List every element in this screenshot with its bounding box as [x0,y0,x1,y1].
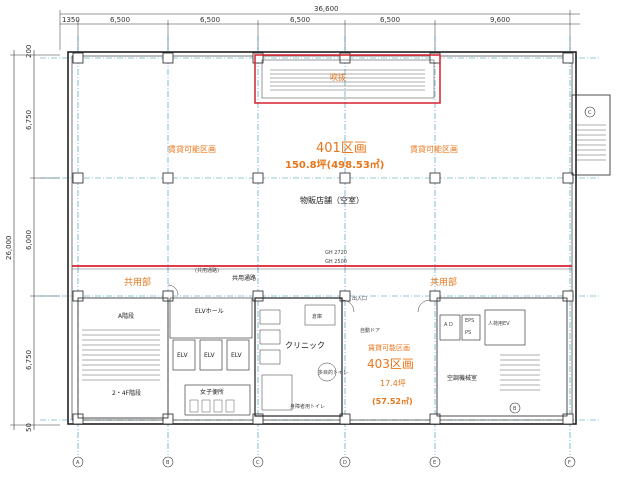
grid-label-f: F [568,460,571,466]
dim-bay-5: 9,600 [490,16,510,24]
unit-403-tsubo: 17.4坪 [380,379,406,388]
disabled-wc-label: 多目的トイレ [318,369,348,376]
grid-labels-bottom: A B C D E F [76,460,571,466]
grid-label-c: C [256,460,260,466]
grid-bubble-c: C [588,110,592,116]
void-label: 吹抜 [330,72,346,82]
void-escalator-area: 吹抜 [254,54,441,104]
dim-bay-4: 6,500 [380,16,400,24]
door-label: 出入口 [352,295,367,302]
elv-hall-label: ELVホール [195,308,224,315]
corridor-label: 共用通路 [232,274,256,282]
unit-403-leasable: 賃貸可能区画 [368,343,410,352]
grid-bubble-b: B [513,406,517,412]
storage-label: 倉庫 [312,313,322,320]
dim-span-3: 6,750 [25,350,33,370]
dim-total-height: 26,000 [5,236,13,261]
door-swings [167,284,431,313]
freight-ev-label: 人荷用EV [488,320,510,327]
auto-door-label: 自動ドア [360,327,380,334]
ac-room-label: 空調機械室 [447,374,477,382]
left-dimension-chain: 26,000 200 6,750 6,000 6,750 50 [5,45,60,432]
wc-label: 身障者用トイレ [290,403,325,410]
ps-label: PS [465,330,471,336]
unit-401-current-use: 物販店舗（空室） [300,195,364,205]
grid-label-d: D [343,460,347,466]
unit-401-name: 401区画 [316,141,367,156]
dim-left-offset: 1350 [62,16,80,24]
dim-bottom-offset: 50 [25,423,33,432]
note-gh1: GH 2720 [325,250,347,256]
elv-3-label: ELV [231,352,242,359]
womens-wc-label: 女子便所 [200,388,224,396]
dim-top-offset: 200 [25,45,33,58]
leasable-label-left: 賃貸可能区画 [168,144,216,154]
grid-label-e: E [433,460,436,466]
stairs-2-4-label: 2・4F階段 [112,389,141,397]
note-gh2: GH 2500 [325,259,347,265]
grid-bubbles-bottom [72,456,576,468]
common-area-right: 共用部 [430,276,457,288]
elv-2-label: ELV [204,352,215,359]
dim-bay-2: 6,500 [200,16,220,24]
unit-401-area: 150.8坪(498.53㎡) [285,158,384,171]
eps-label: EPS [465,318,474,324]
leasable-label-right: 賃貸可能区画 [410,144,458,154]
unit-403: 賃貸可能区画 403区画 17.4坪 (57.52㎡) 自動ドア [360,327,414,406]
dim-span-2: 6,000 [25,230,33,250]
unit-403-name: 403区画 [367,357,414,371]
exterior-stair: C [571,94,611,176]
clinic-label: クリニック [285,341,325,350]
outer-walls [67,51,577,425]
grid-label-b: B [166,460,170,466]
clinic-room: クリニック 倉庫 多目的トイレ 身障者用トイレ [254,297,348,417]
top-dimension-chain: 36,600 1350 6,500 6,500 6,500 6,500 9,60… [59,5,580,50]
core-right: A D EPS PS 人荷用EV 空調機械室 B [436,297,568,417]
dim-span-1: 6,750 [25,110,33,130]
dim-bay-1: 6,500 [110,16,130,24]
elv-1-label: ELV [177,352,188,359]
core-left: A階段 2・4F階段 ELVホール ELV ELV ELV 女子便所 [77,297,253,419]
columns [72,52,574,425]
pipe-label: A D [444,322,453,328]
grid-label-a: A [76,460,80,466]
common-area-left: 共用部 [124,276,151,288]
unit-403-sqm: (57.52㎡) [372,396,413,406]
stair-a-label: A階段 [118,312,134,320]
dim-total-width: 36,600 [314,5,339,13]
corridor-small-label: (共用通路) [195,267,219,274]
dim-bay-3: 6,500 [290,16,310,24]
